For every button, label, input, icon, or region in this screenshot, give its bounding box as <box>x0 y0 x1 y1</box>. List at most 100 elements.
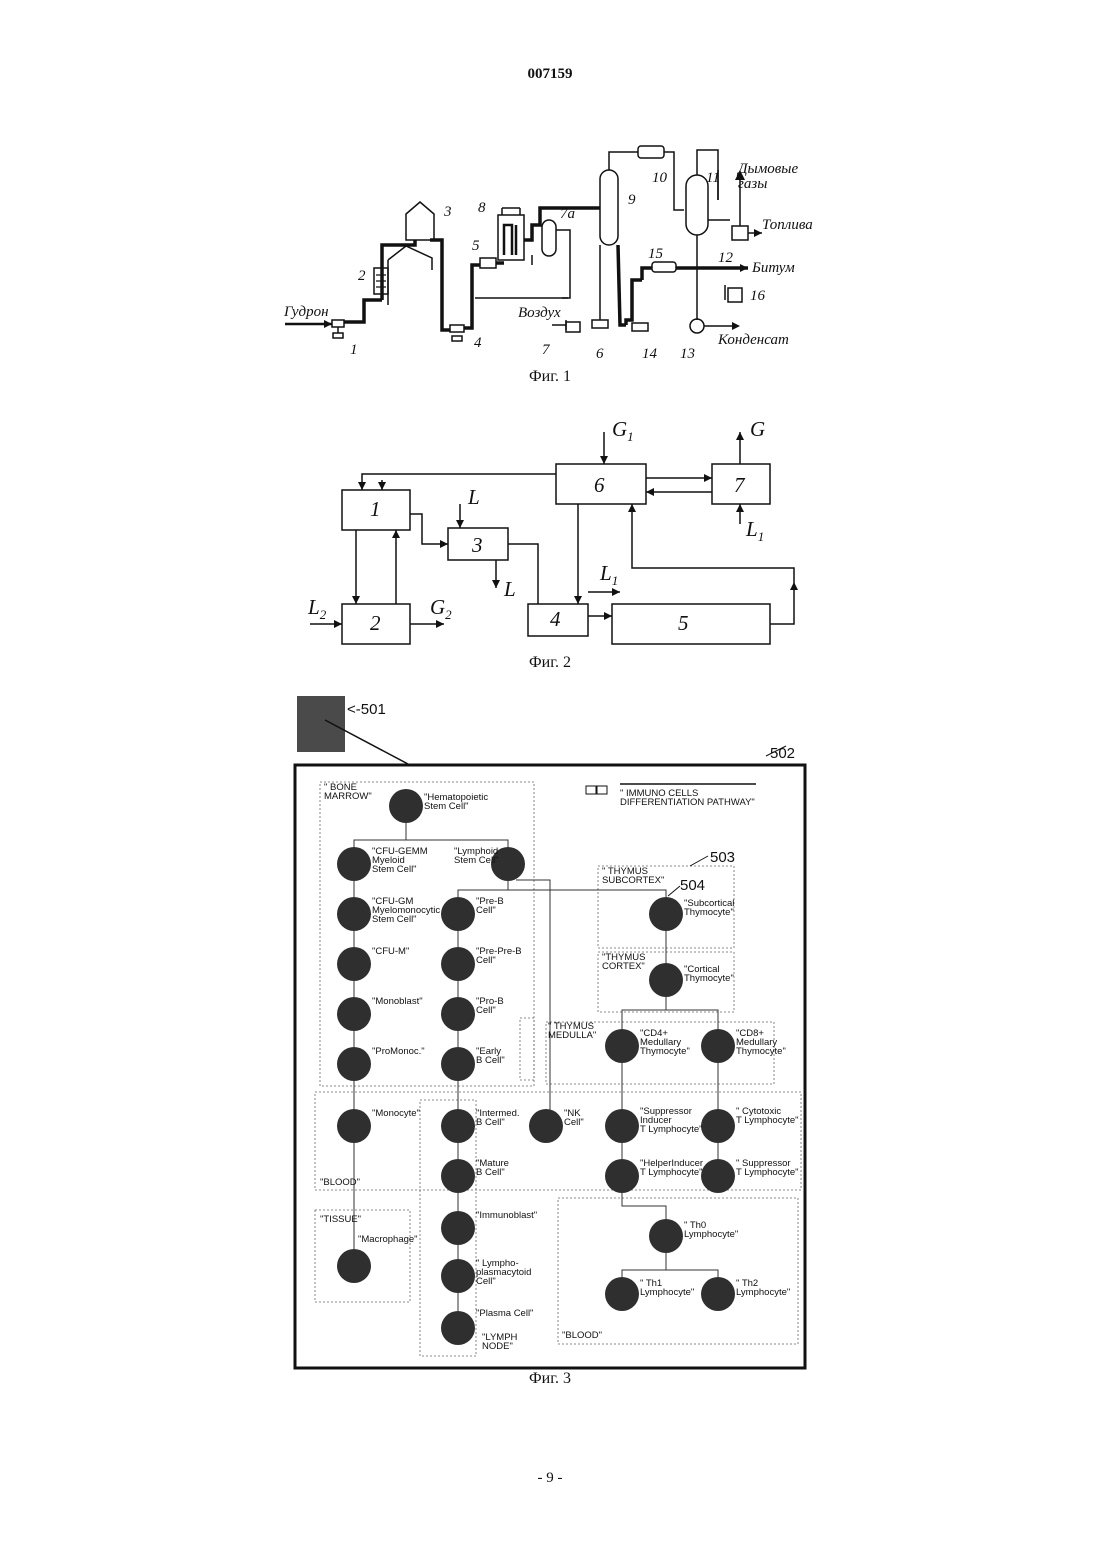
pump-1 <box>332 320 344 327</box>
pump-13 <box>690 319 704 333</box>
flow-l1-a: L1 <box>599 561 618 588</box>
ref-number: 14 <box>642 346 658 362</box>
cell-label: "Monoblast" <box>372 996 423 1007</box>
region-label: SUBCORTEX" <box>602 875 664 886</box>
region-label: MEDULLA" <box>548 1030 596 1041</box>
ref-501: <-501 <box>347 701 386 718</box>
flow-g2: G2 <box>430 595 452 622</box>
cell-label: "Plasma Cell" <box>476 1308 533 1319</box>
ref-number: 9 <box>628 192 636 208</box>
region-label: NODE" <box>482 1341 513 1352</box>
flow-l1-b: L1 <box>745 517 764 544</box>
ref-504: 504 <box>680 877 705 894</box>
furnace-3 <box>388 246 432 305</box>
figure-3-caption: Фиг. 3 <box>0 1370 1100 1388</box>
label-dymovye: Дымовые <box>736 161 798 177</box>
cell-label: B Cell" <box>476 1055 505 1066</box>
pump-8 <box>592 320 608 328</box>
cell-label: Thymocyte" <box>640 1046 690 1057</box>
cell-icon <box>337 897 371 931</box>
ref-number: 8 <box>478 200 486 216</box>
cell-icon <box>701 1109 735 1143</box>
ref-number: 2 <box>358 268 366 284</box>
cell-label: Lymphocyte" <box>640 1287 694 1298</box>
ref-number: 6 <box>596 346 604 362</box>
pump-14 <box>632 323 648 331</box>
page-number: - 9 - <box>0 1470 1100 1487</box>
cell-label: Cell" <box>476 955 496 966</box>
cell-icon <box>441 947 475 981</box>
ref-503: 503 <box>710 849 735 866</box>
cell-icon <box>337 997 371 1031</box>
cell-icon <box>441 1159 475 1193</box>
ref-502: 502 <box>770 745 795 762</box>
cell-icon <box>605 1277 639 1311</box>
ref-number: 10 <box>652 170 668 186</box>
cell-icon <box>389 789 423 823</box>
cell-label: "Immunoblast" <box>476 1210 537 1221</box>
cell-icon <box>337 847 371 881</box>
label-vozdukh: Воздух <box>518 305 561 321</box>
cell-label: B Cell" <box>476 1117 505 1128</box>
cell-label: "Monocyte" <box>372 1108 420 1119</box>
cell-icon <box>701 1029 735 1063</box>
cell-icon <box>337 1109 371 1143</box>
screen-title: DIFFERENTIATION PATHWAY" <box>620 797 755 808</box>
cell-label: Stem Cell" <box>454 855 499 866</box>
region-label: "TISSUE" <box>320 1214 361 1225</box>
pump-4 <box>450 325 464 332</box>
cell-label: "Macrophage" <box>358 1234 418 1245</box>
cell-icon <box>605 1109 639 1143</box>
cooler-15 <box>652 262 676 272</box>
cell-icon <box>337 1047 371 1081</box>
ref-number: 4 <box>474 335 482 351</box>
cell-label: "ProMonoc." <box>372 1046 425 1057</box>
cell-label: Cell" <box>476 1005 496 1016</box>
cell-label: Cell" <box>476 905 496 916</box>
block-2-label: 2 <box>370 611 381 635</box>
cell-icon <box>649 963 683 997</box>
ref-number: 7 <box>542 342 551 358</box>
window-control-icon <box>597 786 607 794</box>
cell-icon <box>337 1249 371 1283</box>
cell-icon <box>605 1029 639 1063</box>
thumbnail-501 <box>297 696 345 752</box>
region-bone-marrow <box>320 782 534 1086</box>
ref-number: 11 <box>706 170 720 186</box>
cell-label: T Lymphocyte" <box>736 1167 799 1178</box>
cell-icon <box>605 1159 639 1193</box>
compressor-7 <box>566 322 580 332</box>
cell-label: Lymphocyte" <box>736 1287 790 1298</box>
label-kondensat: Конденсат <box>717 332 789 348</box>
column-9 <box>600 170 618 245</box>
label-bitum: Битум <box>751 260 795 276</box>
cell-label: Stem Cell" <box>372 914 417 925</box>
ref-number: 16 <box>750 288 766 304</box>
figure-2-block-diagram: 1 2 3 4 5 6 7 G1 G L L L1 L1 L2 G2 <box>300 412 810 660</box>
cell-icon <box>441 1109 475 1143</box>
cell-label: T Lymphocyte" <box>640 1124 703 1135</box>
ref-number: 1 <box>350 342 358 358</box>
figure-2-caption: Фиг. 2 <box>0 654 1100 672</box>
cell-icon <box>701 1159 735 1193</box>
label-gudron: Гудрон <box>283 304 329 320</box>
cell-label: Lymphocyte" <box>684 1229 738 1240</box>
unit-5 <box>480 258 496 268</box>
tank-16 <box>728 288 742 302</box>
cell-label: T Lymphocyte" <box>736 1115 799 1126</box>
cell-icon <box>649 1219 683 1253</box>
ref-number: 3 <box>443 204 452 220</box>
cell-label: Thymocyte" <box>684 907 734 918</box>
cell-label: Stem Cell" <box>424 801 469 812</box>
window-control-icon <box>586 786 596 794</box>
cell-icon <box>529 1109 563 1143</box>
block-3-label: 3 <box>471 533 483 557</box>
cell-icon <box>337 947 371 981</box>
region-blood-2 <box>558 1198 798 1344</box>
cell-icon <box>441 1259 475 1293</box>
cell-icon <box>441 1047 475 1081</box>
cell-icon <box>441 1211 475 1245</box>
incinerator-12 <box>732 226 748 240</box>
flow-l-top: L <box>467 485 480 509</box>
ref-number: 13 <box>680 346 695 362</box>
